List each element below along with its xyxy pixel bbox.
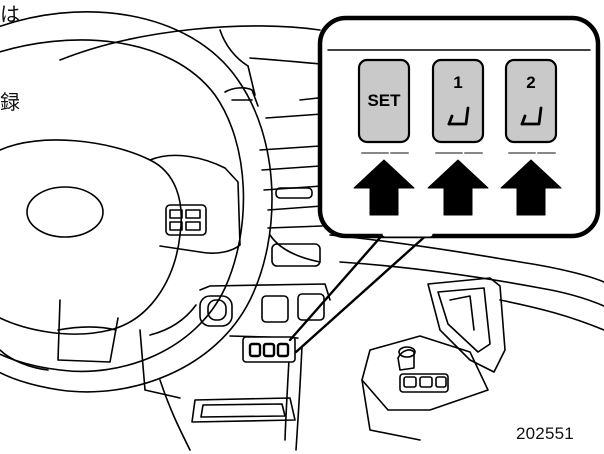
steering-wheel (0, 11, 273, 399)
set-memory-button: SET (357, 58, 411, 154)
cropped-text-top: は (0, 2, 20, 26)
memory-1-button: 1 (431, 58, 485, 154)
press-arrow-icon (500, 159, 562, 216)
press-arrow-icon (427, 159, 489, 216)
figure-id: 202551 (516, 424, 574, 443)
press-arrow-icon (353, 159, 415, 216)
memory-1-label: 1 (453, 73, 462, 92)
lower-console (159, 283, 331, 451)
press-arrows (353, 159, 562, 216)
memory-2-label: 2 (526, 73, 535, 92)
center-air-vent (269, 187, 321, 267)
door-panel (329, 234, 604, 441)
memory-switch-cluster (242, 336, 296, 363)
cropped-text-mid: 録 (0, 90, 20, 114)
memory-2-button: 2 (504, 58, 558, 154)
seat-icon (520, 106, 543, 126)
set-button-label: SET (367, 91, 401, 110)
callout-leader (288, 230, 432, 354)
seat-icon (447, 106, 470, 126)
